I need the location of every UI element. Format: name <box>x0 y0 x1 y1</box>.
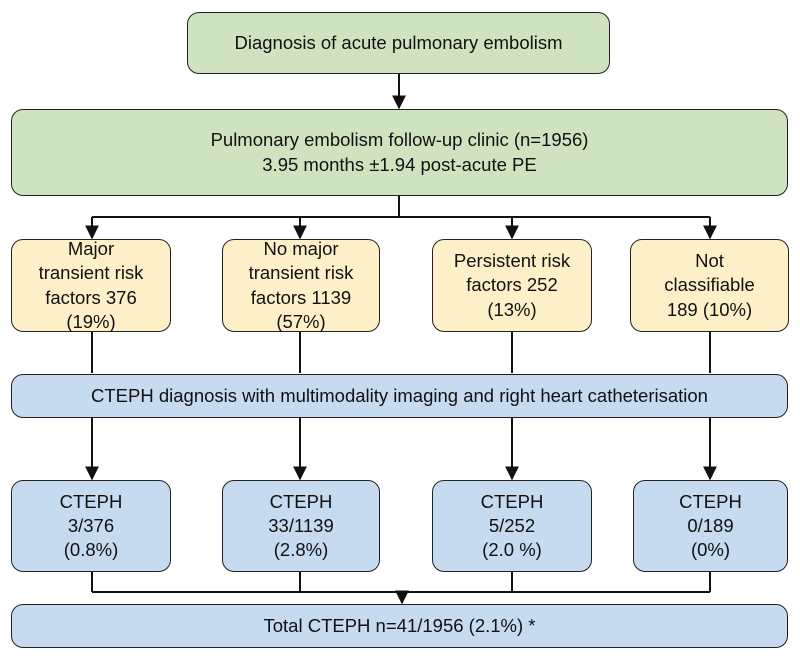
outcome-line: 0/189 <box>687 514 734 536</box>
risk-group-line: (19%) <box>66 310 116 332</box>
risk-group-not-classifiable: Not classifiable 189 (10%) <box>630 239 789 332</box>
total-box: Total CTEPH n=41/1956 (2.1%) * <box>11 604 788 648</box>
outcome-line: (2.0 %) <box>482 539 542 561</box>
clinic-line-1: Pulmonary embolism follow-up clinic (n=1… <box>210 129 589 151</box>
clinic-box: Pulmonary embolism follow-up clinic (n=1… <box>11 109 788 196</box>
risk-group-persistent: Persistent risk factors 252 (13%) <box>432 239 592 332</box>
risk-group-line: No major <box>263 238 339 260</box>
outcome-line: (0.8%) <box>63 539 119 561</box>
risk-group-line: Major <box>67 238 115 260</box>
outcome-box-major-transient: CTEPH 3/376 (0.8%) <box>11 480 171 572</box>
outcome-box-persistent: CTEPH 5/252 (2.0 %) <box>432 480 592 572</box>
risk-group-line: factors 252 <box>466 274 558 296</box>
outcome-line: (0%) <box>690 539 731 561</box>
outcome-box-no-major-transient: CTEPH 33/1139 (2.8%) <box>222 480 380 572</box>
risk-group-no-major-transient: No major transient risk factors 1139 (57… <box>222 238 380 332</box>
diagnosis-box: Diagnosis of acute pulmonary embolism <box>187 12 610 74</box>
risk-group-line: transient risk <box>38 262 144 284</box>
imaging-label: CTEPH diagnosis with multimodality imagi… <box>91 384 708 406</box>
risk-group-line: factors 1139 <box>250 286 352 308</box>
risk-group-line: (13%) <box>487 298 537 320</box>
outcome-line: CTEPH <box>59 490 123 512</box>
outcome-line: 33/1139 <box>268 514 334 536</box>
risk-group-line: classifiable <box>664 274 755 296</box>
outcome-line: 5/252 <box>488 514 536 536</box>
outcome-line: CTEPH <box>679 490 742 512</box>
risk-group-line: Not <box>695 250 724 272</box>
imaging-box: CTEPH diagnosis with multimodality imagi… <box>11 374 788 418</box>
outcome-line: CTEPH <box>269 490 333 512</box>
outcome-box-not-classifiable: CTEPH 0/189 (0%) <box>633 480 788 572</box>
risk-group-line: 189 (10%) <box>666 298 753 320</box>
risk-group-line: factors 376 <box>45 286 137 308</box>
diagnosis-label: Diagnosis of acute pulmonary embolism <box>234 31 563 53</box>
clinic-line-2: 3.95 months ±1.94 post-acute PE <box>262 153 537 175</box>
total-label: Total CTEPH n=41/1956 (2.1%) * <box>263 614 536 636</box>
risk-group-line: transient risk <box>248 262 354 284</box>
risk-group-major-transient: Major transient risk factors 376 (19%) <box>11 238 171 332</box>
outcome-line: 3/376 <box>67 514 115 536</box>
risk-group-line: (57%) <box>276 310 326 332</box>
outcome-line: CTEPH <box>480 490 544 512</box>
risk-group-line: Persistent risk <box>453 250 571 272</box>
outcome-line: (2.8%) <box>273 539 329 561</box>
